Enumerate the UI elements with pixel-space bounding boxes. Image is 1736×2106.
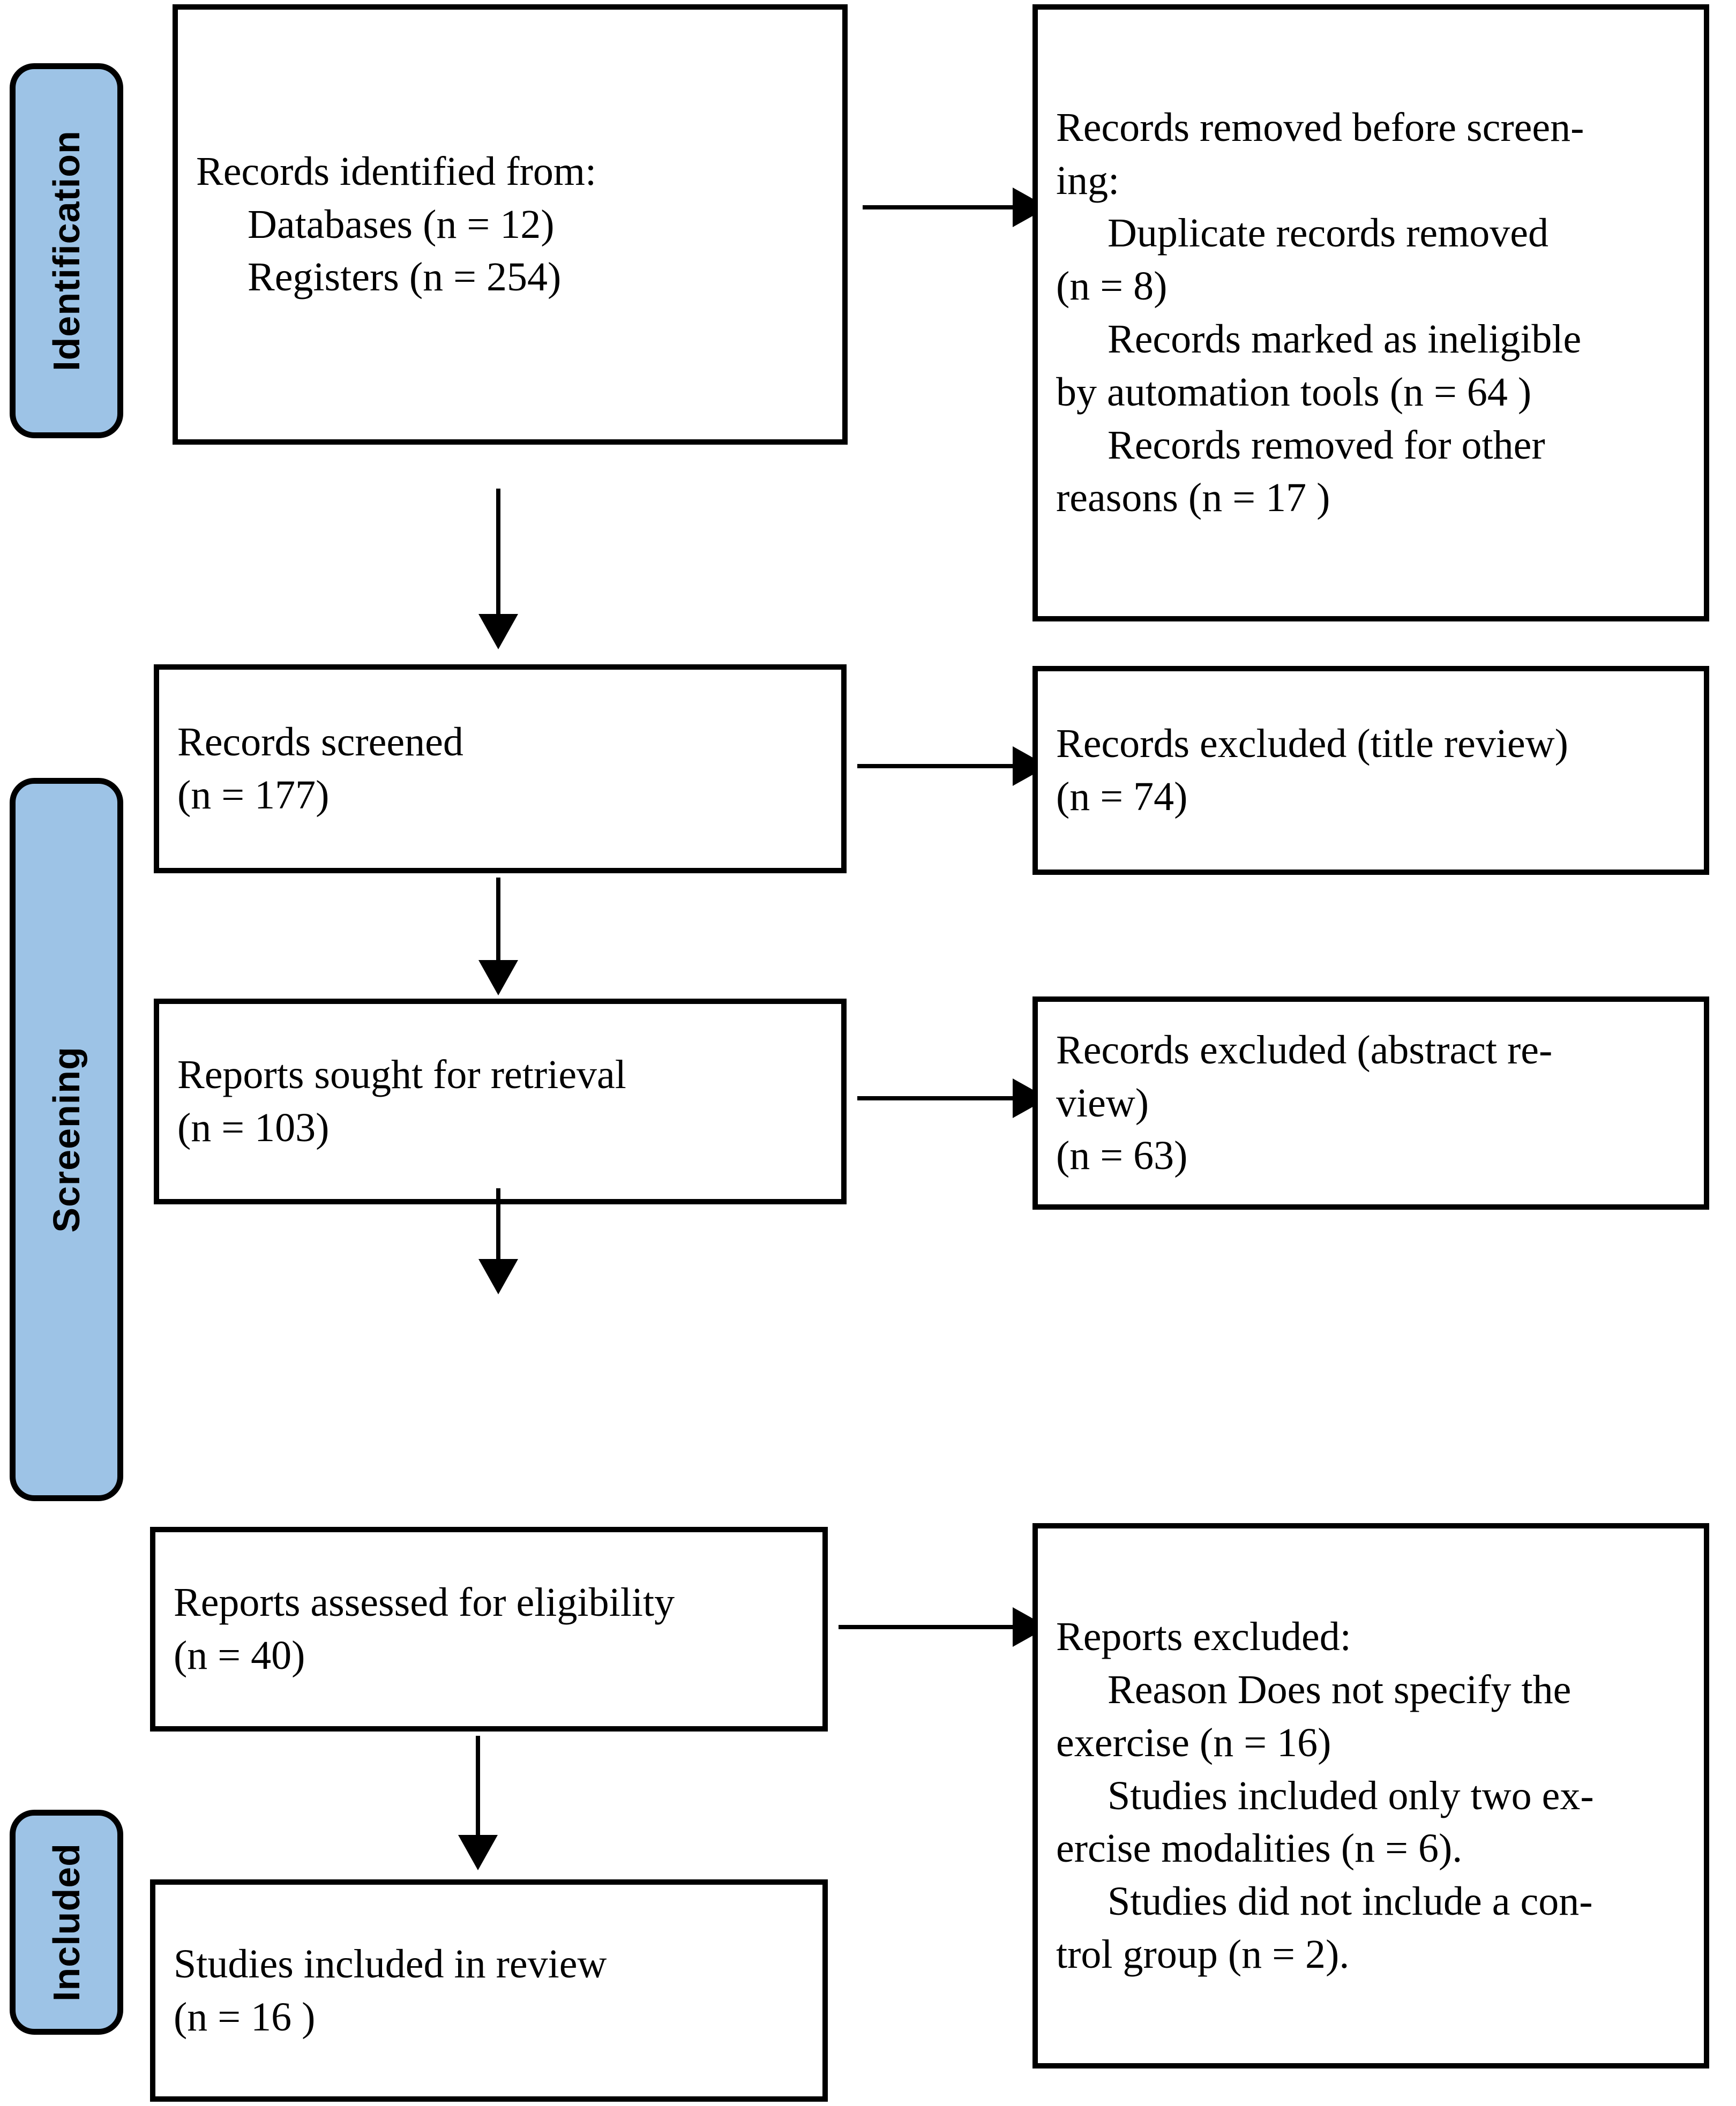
stage-label-identification: Identification: [46, 130, 87, 371]
arrow-identified-to-screened: [496, 489, 500, 621]
box-reports-sought: Reports sought for retrieval (n = 103): [154, 999, 847, 1204]
stage-label-included: Included: [46, 1843, 87, 2002]
stage-pill-identification: Identification: [10, 63, 123, 438]
records-excluded-title-line-1: Records excluded (title review): [1056, 721, 1568, 767]
box-records-excluded-abstract: Records excluded (abstract re- view) (n …: [1032, 996, 1709, 1210]
records-excluded-abstract-line-3: (n = 63): [1056, 1133, 1188, 1179]
box-studies-included: Studies included in review (n = 16 ): [150, 1879, 828, 2102]
records-removed-line-3: Duplicate records removed: [1108, 211, 1548, 256]
records-removed-line-2: ing:: [1056, 158, 1120, 203]
records-identified-line-1: Records identified from:: [196, 148, 597, 194]
records-removed-line-5: Records marked as ineligible: [1108, 317, 1582, 362]
arrow-sought-to-excluded-abstract: [857, 1096, 1033, 1100]
reports-excluded-line-2: Reason Does not specify the: [1108, 1667, 1572, 1712]
stage-pill-included: Included: [10, 1810, 123, 2035]
box-records-screened: Records screened (n = 177): [154, 664, 847, 873]
records-identified-line-3: Registers (n = 254): [248, 254, 562, 300]
records-screened-line-1: Records screened: [177, 720, 463, 765]
arrow-assessed-to-reports-excluded: [839, 1625, 1033, 1629]
records-excluded-title-line-2: (n = 74): [1056, 774, 1188, 819]
records-excluded-abstract-line-1: Records excluded (abstract re-: [1056, 1027, 1553, 1073]
reports-excluded-line-3: exercise (n = 16): [1056, 1720, 1331, 1765]
records-screened-line-2: (n = 177): [177, 773, 330, 818]
reports-excluded-line-1: Reports excluded:: [1056, 1614, 1351, 1660]
reports-excluded-line-5: ercise modalities (n = 6).: [1056, 1826, 1463, 1871]
records-removed-line-4: (n = 8): [1056, 264, 1168, 309]
records-excluded-abstract-line-2: view): [1056, 1080, 1149, 1126]
box-reports-assessed: Reports assessed for eligibility (n = 40…: [150, 1527, 828, 1732]
box-records-excluded-title: Records excluded (title review) (n = 74): [1032, 666, 1709, 875]
arrow-screened-to-sought-head: [478, 960, 518, 995]
stage-label-screening: Screening: [46, 1046, 87, 1233]
arrow-screened-to-excluded-title: [857, 764, 1033, 768]
box-reports-excluded: Reports excluded: Reason Does not specif…: [1032, 1523, 1709, 2068]
arrow-assessed-to-included-head: [458, 1835, 498, 1870]
reports-excluded-line-4: Studies included only two ex-: [1108, 1773, 1594, 1818]
reports-excluded-line-6: Studies did not include a con-: [1108, 1879, 1593, 1924]
reports-assessed-line-1: Reports assessed for eligibility: [174, 1580, 675, 1625]
studies-included-line-1: Studies included in review: [174, 1941, 607, 1987]
arrow-assessed-to-included: [476, 1736, 480, 1843]
box-records-removed: Records removed before screen- ing: Dupl…: [1032, 4, 1709, 621]
studies-included-line-2: (n = 16 ): [174, 1994, 316, 2040]
records-removed-line-6: by automation tools (n = 64 ): [1056, 369, 1532, 415]
reports-excluded-line-7: trol group (n = 2).: [1056, 1931, 1350, 1977]
arrow-sought-downward: [496, 1188, 500, 1263]
arrow-screened-to-sought: [496, 878, 500, 968]
arrow-sought-downward-head: [478, 1259, 518, 1294]
arrow-identified-to-screened-head: [478, 614, 518, 649]
reports-sought-line-2: (n = 103): [177, 1105, 330, 1150]
records-identified-line-2: Databases (n = 12): [248, 201, 555, 247]
reports-assessed-line-2: (n = 40): [174, 1633, 305, 1678]
stage-pill-screening: Screening: [10, 778, 123, 1501]
reports-sought-line-1: Reports sought for retrieval: [177, 1052, 626, 1098]
records-removed-line-8: reasons (n = 17 ): [1056, 475, 1330, 521]
records-removed-line-7: Records removed for other: [1108, 422, 1545, 468]
records-removed-line-1: Records removed before screen-: [1056, 104, 1584, 150]
box-records-identified: Records identified from: Databases (n = …: [173, 4, 848, 445]
arrow-identified-to-removed: [863, 205, 1033, 209]
